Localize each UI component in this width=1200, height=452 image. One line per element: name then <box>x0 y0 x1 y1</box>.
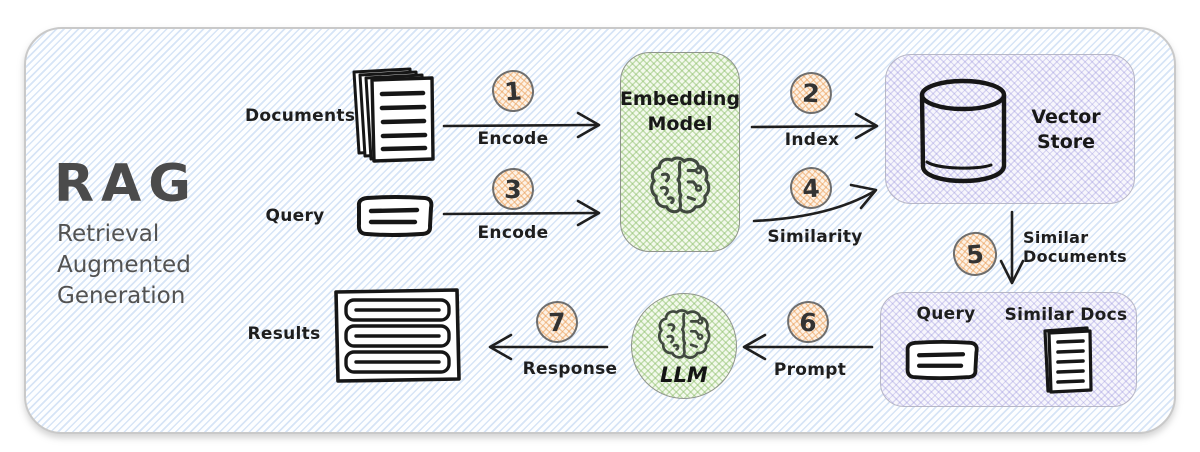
context-query-label: Query <box>916 304 976 324</box>
embedding-model-label-line1: Embedding <box>619 88 741 110</box>
database-cylinder-icon <box>919 78 1007 184</box>
subtitle-line-1: Retrieval <box>57 221 160 247</box>
subtitle-line-3: Generation <box>57 283 186 309</box>
similar-docs-icon <box>1043 326 1093 394</box>
results-label: Results <box>247 324 321 344</box>
step-3-label: Encode <box>477 223 549 243</box>
embedding-model-label: Embedding Model <box>620 87 740 137</box>
vector-store-label-line1: Vector <box>1031 106 1101 128</box>
step-6-label: Prompt <box>773 360 847 380</box>
step-7-label: Response <box>522 359 618 379</box>
step-2-label: Index <box>784 130 840 150</box>
context-node: Query Similar Docs <box>880 292 1137 407</box>
query-pill-icon <box>356 195 434 237</box>
step-1-label: Encode <box>477 129 549 149</box>
llm-brain-icon <box>657 309 711 359</box>
step-5-label-line2: Documents <box>1023 247 1127 266</box>
page-subtitle: Retrieval Augmented Generation <box>57 219 191 312</box>
step-5-label-line1: Similar <box>1023 228 1089 247</box>
page-title: RAG <box>54 154 198 214</box>
query-label: Query <box>265 206 325 226</box>
brain-icon <box>650 156 711 214</box>
context-similar-docs-label: Similar Docs <box>1004 305 1128 325</box>
step-5-label: Similar Documents <box>1023 228 1133 266</box>
embedding-model-node: Embedding Model <box>620 52 740 252</box>
step-4-label: Similarity <box>767 227 863 247</box>
llm-node: LLM <box>631 293 737 399</box>
llm-label: LLM <box>660 363 708 387</box>
subtitle-line-2: Augmented <box>57 252 191 278</box>
context-query-pill-icon <box>905 339 979 381</box>
vector-store-label: Vector Store <box>1011 105 1121 155</box>
results-icon <box>334 288 461 383</box>
documents-stack-icon <box>352 67 435 163</box>
embedding-model-label-line2: Model <box>647 113 713 135</box>
documents-label: Documents <box>245 106 356 126</box>
vector-store-node: Vector Store <box>885 54 1135 204</box>
vector-store-label-line2: Store <box>1036 131 1096 153</box>
